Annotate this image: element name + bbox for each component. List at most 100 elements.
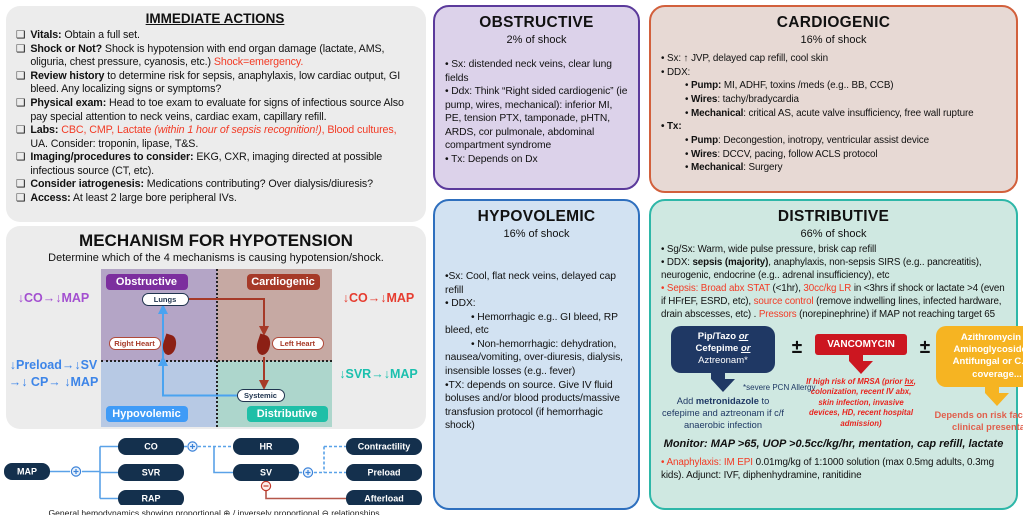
gram-negative-coverage: Pip/Tazo or Cefepime or Aztreonam* *seve… xyxy=(657,325,815,432)
checkbox-icon: ❑ xyxy=(16,42,26,55)
checkbox-icon: ❑ xyxy=(16,192,26,205)
quadrant-label-obstructive: Obstructive xyxy=(105,274,188,290)
cardiogenic-title: CARDIOGENIC xyxy=(776,14,891,31)
rap-box: RAP xyxy=(141,494,160,504)
quadrant-label-hypovolemic: Hypovolemic xyxy=(105,406,188,422)
obstructive-ddx: • Ddx: Think “Right sided cardiogenic” (… xyxy=(445,86,628,152)
quadrant-label-cardiogenic: Cardiogenic xyxy=(246,274,320,290)
monitor-targets: Monitor: MAP >65, UOP >0.5cc/kg/hr, ment… xyxy=(663,438,1004,450)
cardiogenic-sx: • Sx: ↑ JVP, delayed cap refill, cool sk… xyxy=(661,53,829,64)
mechanism-subtitle: Determine which of the 4 mechanisms is c… xyxy=(48,252,384,264)
hypovolemic-panel: HYPOVOLEMIC 16% of shock •Sx: Cool, flat… xyxy=(433,199,640,510)
cardiogenic-ddx-pump: • Pump: MI, ADHF, toxins /meds (e.g.. BB… xyxy=(685,80,894,92)
checklist-item: ❑ Access: At least 2 large bore periphera… xyxy=(16,192,414,206)
checklist-item: ❑Vitals: Obtain a full set. xyxy=(16,29,414,43)
hr-box: HR xyxy=(260,442,273,452)
contractility-box: Contractility xyxy=(358,442,411,452)
distributive-percent: 66% of shock xyxy=(800,228,867,240)
cardiogenic-mechanism-label: ↓CO→↓MAP xyxy=(342,291,415,305)
left-heart-node: Left Heart xyxy=(271,337,324,350)
sv-box: SV xyxy=(260,468,272,478)
distributive-ddx: • DDX: sepsis (majority), anaphylaxis, n… xyxy=(661,256,982,281)
checklist-item-text: Review history to determine risk for sep… xyxy=(30,69,401,96)
checklist-item: ❑ Physical exam: Head to toe exam to eval… xyxy=(16,97,414,124)
systemic-node: Systemic xyxy=(236,389,285,402)
cardiogenic-ddx-mechanical: • Mechanical: critical AS, acute valve i… xyxy=(685,107,974,119)
pcn-allergy-note: *severe PCN Allergy xyxy=(743,382,816,392)
afterload-box: Afterload xyxy=(364,494,404,504)
obstructive-tx: • Tx: Depends on Dx xyxy=(445,154,538,166)
mrsa-risk-note: If high risk of MRSA (prior hx, coloniza… xyxy=(806,376,916,428)
checklist-item-text: Imaging/procedures to consider: EKG, CXR… xyxy=(30,151,383,177)
mechanism-panel: MECHANISM FOR HYPOTENSION Determine whic… xyxy=(6,226,426,429)
checklist-item-text: Physical exam: Head to toe exam to evalu… xyxy=(30,96,404,123)
distributive-title: DISTRIBUTIVE xyxy=(777,208,890,225)
checklist-item-text: Consider iatrogenesis: Medications contr… xyxy=(30,178,373,191)
checklist-item-text: Labs: CBC, CMP, Lactate (within 1 hour o… xyxy=(30,124,397,150)
checklist-item: ❑ Consider iatrogenesis: Medications cont… xyxy=(16,178,414,192)
obstructive-mechanism-label: ↓CO→↓MAP xyxy=(17,291,90,305)
checkbox-icon: ❑ xyxy=(16,96,26,109)
obstructive-percent: 2% of shock xyxy=(506,34,567,46)
pip-tazo-box: Pip/Tazo or Cefepime or Aztreonam* xyxy=(671,325,775,373)
hypovolemic-ddx-hemorrhagic: • Hemorrhagic e.g.. GI bleed, RP bleed, … xyxy=(445,311,618,337)
circulation-arrows xyxy=(157,298,269,397)
obstructive-title: OBSTRUCTIVE xyxy=(479,14,594,31)
hypovolemic-title: HYPOVOLEMIC xyxy=(477,208,596,225)
hypovolemic-tx: •TX: depends on source. Give IV fluid bo… xyxy=(445,379,620,432)
hypovolemic-percent: 16% of shock xyxy=(503,228,570,240)
lungs-node: Lungs xyxy=(141,293,189,306)
obstructive-sx: • Sx: distended neck veins, clear lung f… xyxy=(445,59,612,84)
cardiogenic-tx-wires: • Wires: DCCV, pacing, follow ACLS proto… xyxy=(685,148,878,160)
preload-box: Preload xyxy=(367,468,400,478)
svr-box: SVR xyxy=(142,468,161,478)
distributive-mechanism-label: ↓SVR→↓MAP xyxy=(339,367,418,381)
hypovolemic-ddx-nonhemorrhagic: • Non-hemorrhagic: dehydration, nausea/v… xyxy=(445,338,623,378)
right-heart-node: Right Heart xyxy=(108,337,161,350)
hypovolemic-sx: •Sx: Cool, flat neck veins, delayed cap … xyxy=(445,271,616,296)
mechanism-title: MECHANISM FOR HYPOTENSION xyxy=(79,231,353,250)
cardiogenic-panel: CARDIOGENIC 16% of shock • Sx: ↑ JVP, de… xyxy=(649,5,1018,193)
checklist-item: ❑Review history to determine risk for se… xyxy=(16,70,414,97)
checkbox-icon: ❑ xyxy=(16,151,26,164)
checklist-item-text: Access: At least 2 large bore peripheral… xyxy=(30,192,237,205)
checkbox-icon: ❑ xyxy=(16,29,26,41)
checklist-item: ❑ Imaging/procedures to consider: EKG, CX… xyxy=(16,151,414,178)
antibiotic-regimen-row: Pip/Tazo or Cefepime or Aztreonam* *seve… xyxy=(651,322,1023,434)
checklist-item: ❑Shock or Not? Shock is hypotension with… xyxy=(16,43,414,70)
horizontal-divider xyxy=(100,360,332,362)
distributive-sx: • Sg/Sx: Warm, wide pulse pressure, bris… xyxy=(661,244,877,255)
map-box: MAP xyxy=(17,467,37,477)
cardiogenic-tx-mechanical: • Mechanical: Surgery xyxy=(685,162,783,174)
distributive-panel: DISTRIBUTIVE 66% of shock • Sg/Sx: Warm,… xyxy=(649,199,1023,510)
down-arrow-icon xyxy=(711,372,735,392)
hypovolemic-ddx: • DDX: xyxy=(445,298,476,310)
hemodynamics-caption: General hemodynamics showing proportiona… xyxy=(48,508,380,515)
risk-factors-note: Depends on risk factors and clinical pre… xyxy=(934,409,1023,433)
cardiogenic-tx-pump: • Pump: Decongestion, inotropy, ventricu… xyxy=(685,134,930,146)
cardiogenic-ddx: • DDX: xyxy=(661,66,691,78)
obstructive-panel: OBSTRUCTIVE 2% of shock • Sx: distended … xyxy=(433,5,640,190)
atypical-coverage: Azithromycin or Aminoglycoside Or Antifu… xyxy=(933,325,1023,434)
hemodynamics-diagram: MAP CO SVR RAP HR SV Contractility Prelo… xyxy=(2,431,426,515)
cardiogenic-ddx-wires: • Wires: tachy/bradycardia xyxy=(685,93,799,105)
hemodynamics-flowchart: MAP CO SVR RAP HR SV Contractility Prelo… xyxy=(4,438,422,507)
mrsa-coverage: VANCOMYCIN If high risk of MRSA (prior h… xyxy=(805,326,917,430)
quadrant-label-distributive: Distributive xyxy=(246,406,328,422)
metronidazole-note: Add metronidazole to cefepime and aztreo… xyxy=(662,395,784,431)
checkbox-icon: ❑ xyxy=(16,178,26,191)
distributive-sepsis: • Sepsis: Broad abx STAT (<1hr), 30cc/kg… xyxy=(661,282,1005,320)
four-quadrant-diagram: Obstructive Cardiogenic Hypovolemic Dist… xyxy=(100,269,332,427)
right-annotations: ↓CO→↓MAP ↓SVR→↓MAP xyxy=(332,269,426,427)
mechanism-diagram: ↓CO→↓MAP ↓Preload→↓SV →↓ CP→ ↓MAP xyxy=(6,269,426,427)
co-box: CO xyxy=(144,442,158,452)
left-annotations: ↓CO→↓MAP ↓Preload→↓SV →↓ CP→ ↓MAP xyxy=(7,269,101,427)
down-arrow-icon xyxy=(849,354,873,374)
cardiogenic-percent: 16% of shock xyxy=(800,34,867,46)
down-arrow-icon xyxy=(985,386,1009,406)
cardiogenic-tx: • Tx: xyxy=(661,121,682,133)
checklist-item: ❑Labs: CBC, CMP, Lactate (within 1 hour … xyxy=(16,124,414,151)
plus-minus-icon: ± xyxy=(919,336,931,358)
vancomycin-box: VANCOMYCIN xyxy=(815,333,907,355)
immediate-actions-title: IMMEDIATE ACTIONS xyxy=(145,11,285,26)
